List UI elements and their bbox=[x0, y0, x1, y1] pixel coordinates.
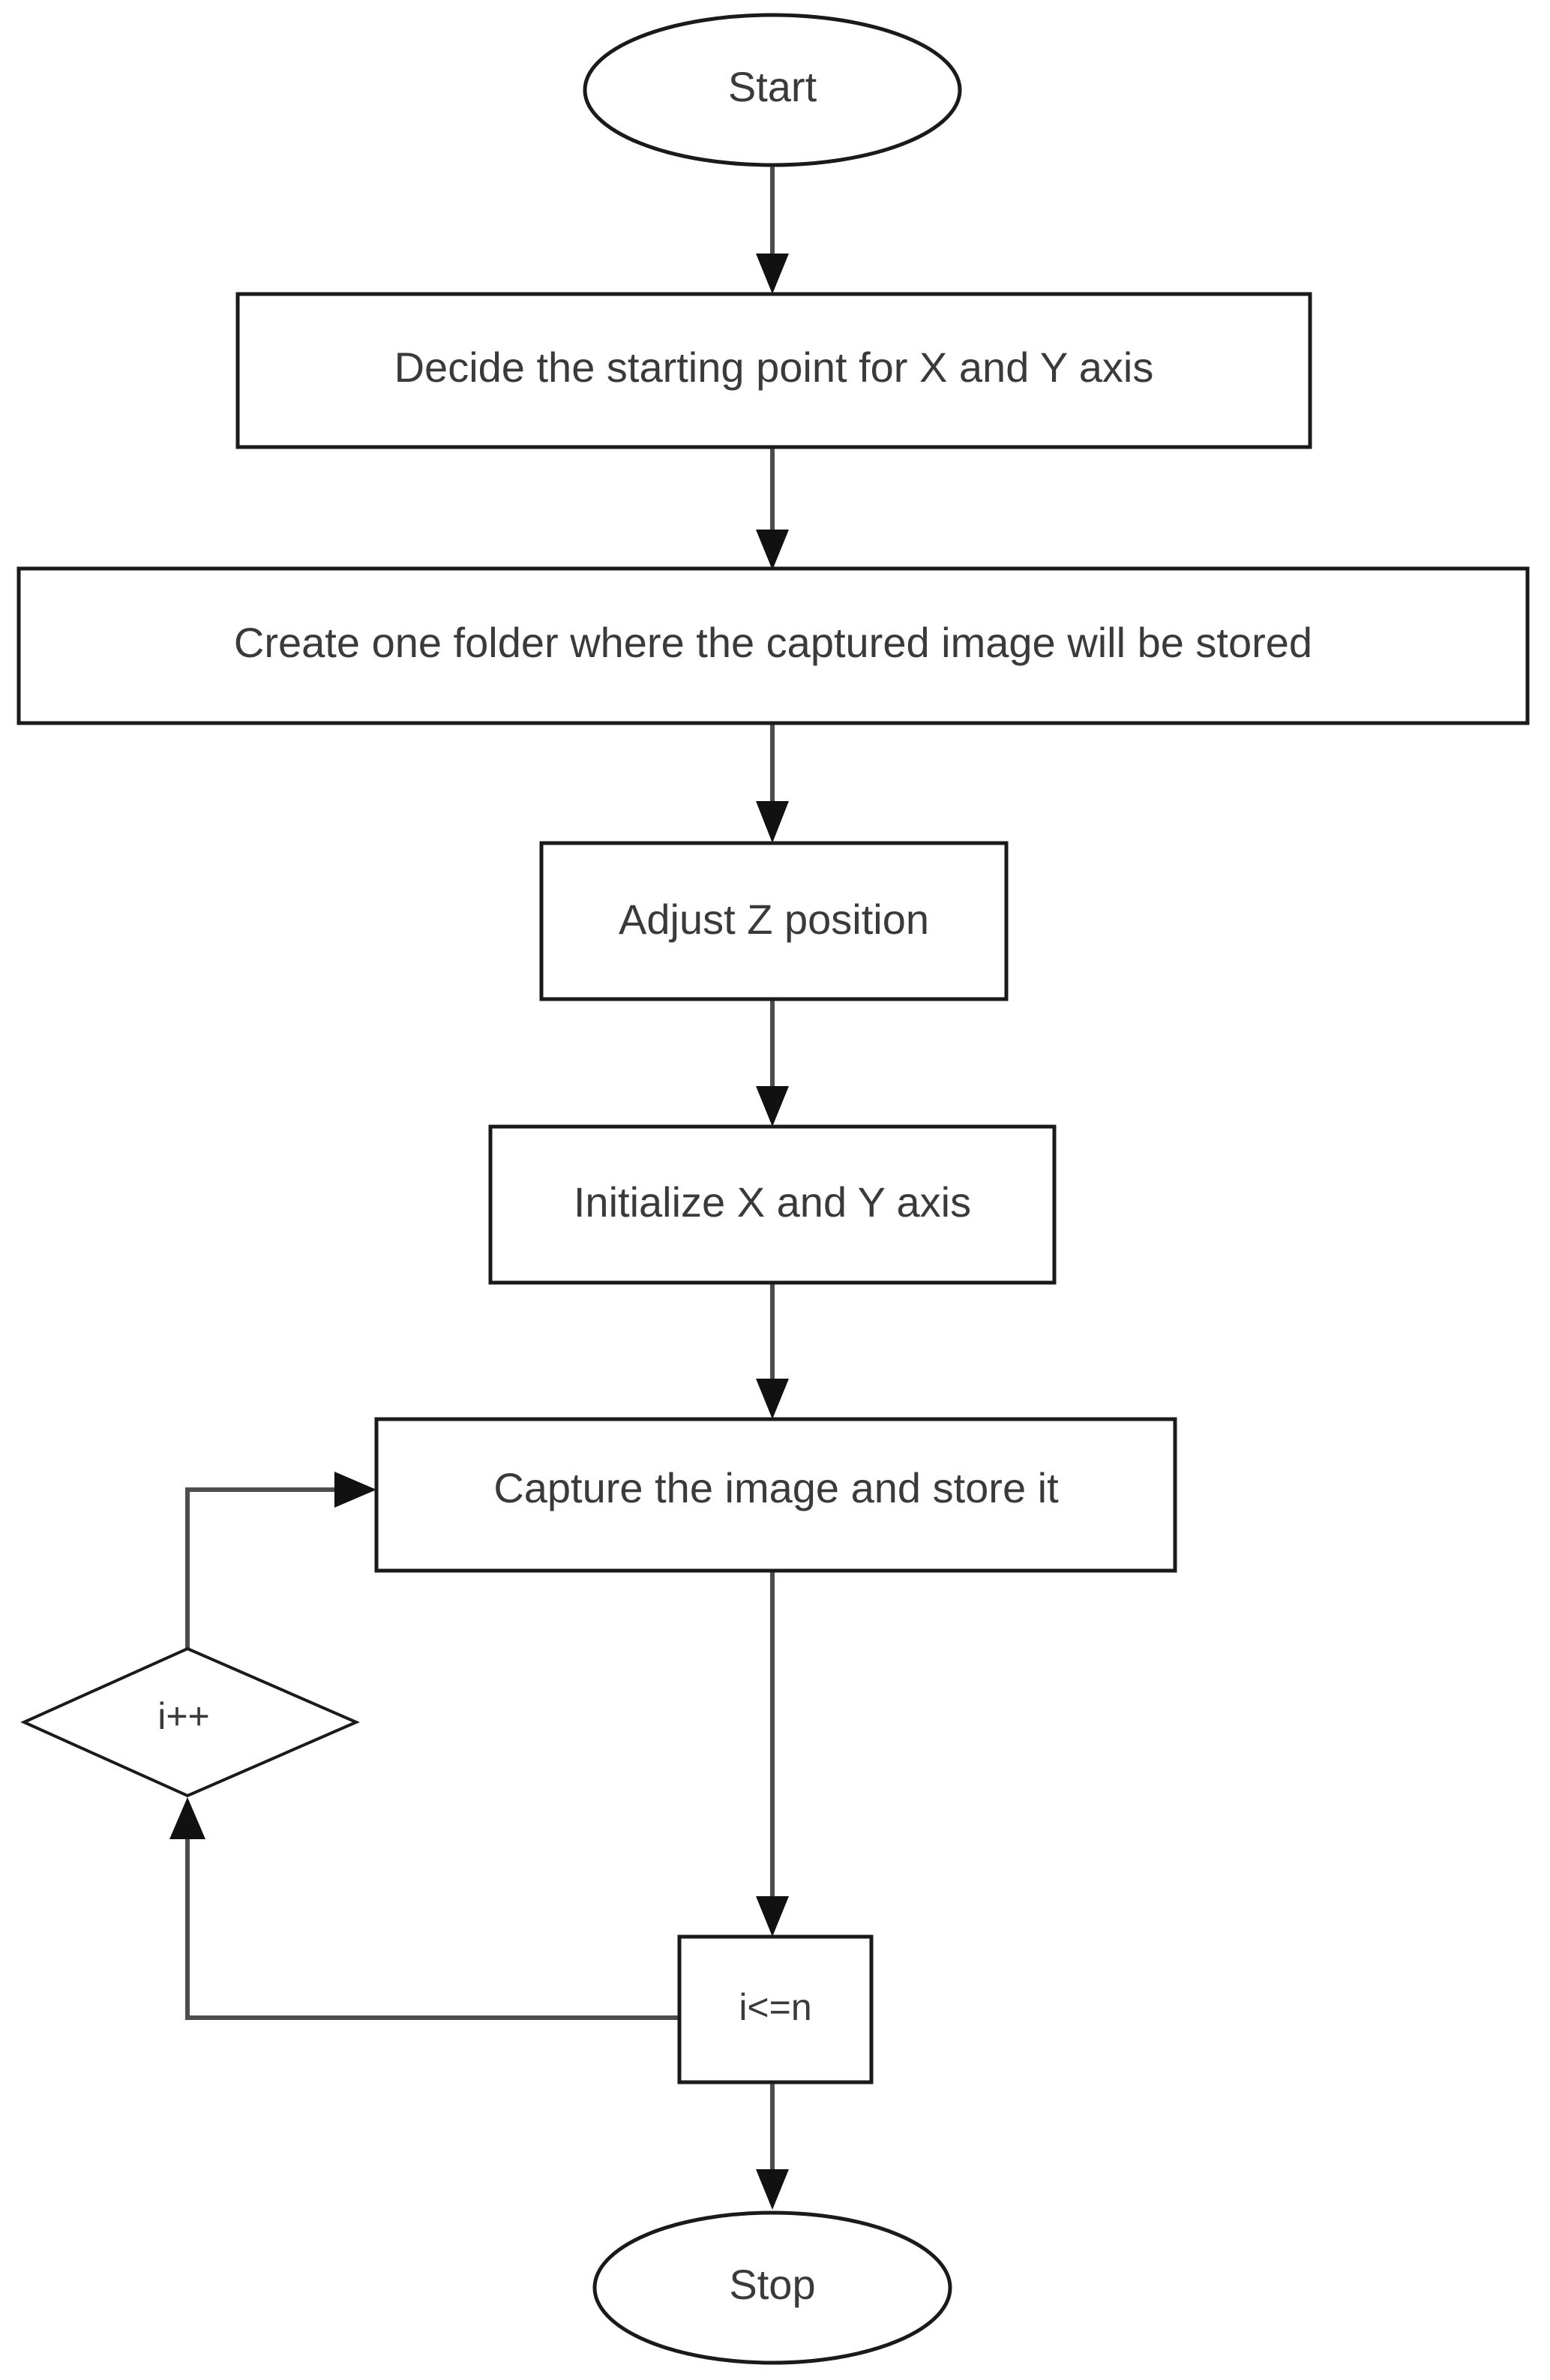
node-adjust-z-label: Adjust Z position bbox=[619, 896, 929, 943]
node-increment-label: i++ bbox=[157, 1695, 210, 1737]
stop-ellipse bbox=[592, 2210, 952, 2365]
node-decide-start-point[interactable]: Decide the starting point for X and Y ax… bbox=[235, 292, 1312, 449]
initialize-xy-rect bbox=[488, 1124, 1057, 1285]
edge-adjust-z-to-initialize-xy bbox=[756, 998, 789, 1127]
node-increment[interactable]: i++ bbox=[20, 1646, 361, 1798]
node-initialize-xy[interactable]: Initialize X and Y axis bbox=[488, 1124, 1057, 1285]
edge-decide-to-create-folder bbox=[756, 446, 789, 570]
node-create-folder-label: Create one folder where the captured ima… bbox=[234, 619, 1312, 666]
node-condition[interactable]: i<=n bbox=[677, 1934, 874, 2084]
adjust-z-rect bbox=[539, 841, 1009, 1001]
node-start-label: Start bbox=[728, 63, 817, 110]
edge-condition-to-increment bbox=[169, 1797, 679, 2020]
node-start[interactable]: Start bbox=[583, 13, 962, 167]
node-capture-image-label: Capture the image and store it bbox=[493, 1464, 1059, 1511]
node-condition-label: i<=n bbox=[739, 1986, 811, 2028]
edge-initialize-xy-to-capture bbox=[756, 1281, 789, 1419]
node-create-folder[interactable]: Create one folder where the captured ima… bbox=[16, 566, 1530, 725]
node-stop-label: Stop bbox=[729, 2261, 815, 2308]
edge-condition-to-stop bbox=[756, 2082, 789, 2210]
increment-diamond bbox=[20, 1646, 361, 1798]
condition-rect bbox=[677, 1934, 874, 2084]
start-ellipse bbox=[583, 13, 962, 167]
decide-start-point-rect bbox=[235, 292, 1312, 449]
node-initialize-xy-label: Initialize X and Y axis bbox=[574, 1178, 971, 1226]
node-adjust-z[interactable]: Adjust Z position bbox=[539, 841, 1009, 1001]
node-decide-start-point-label: Decide the starting point for X and Y ax… bbox=[394, 344, 1154, 391]
edge-start-to-decide bbox=[756, 167, 789, 294]
edge-create-folder-to-adjust-z bbox=[756, 722, 789, 843]
node-stop[interactable]: Stop bbox=[592, 2210, 952, 2365]
edge-capture-to-condition bbox=[756, 1569, 789, 1937]
create-folder-rect bbox=[16, 566, 1530, 725]
edge-increment-to-capture bbox=[185, 1472, 376, 1649]
capture-image-rect bbox=[374, 1417, 1177, 1573]
node-capture-image[interactable]: Capture the image and store it bbox=[374, 1417, 1177, 1573]
